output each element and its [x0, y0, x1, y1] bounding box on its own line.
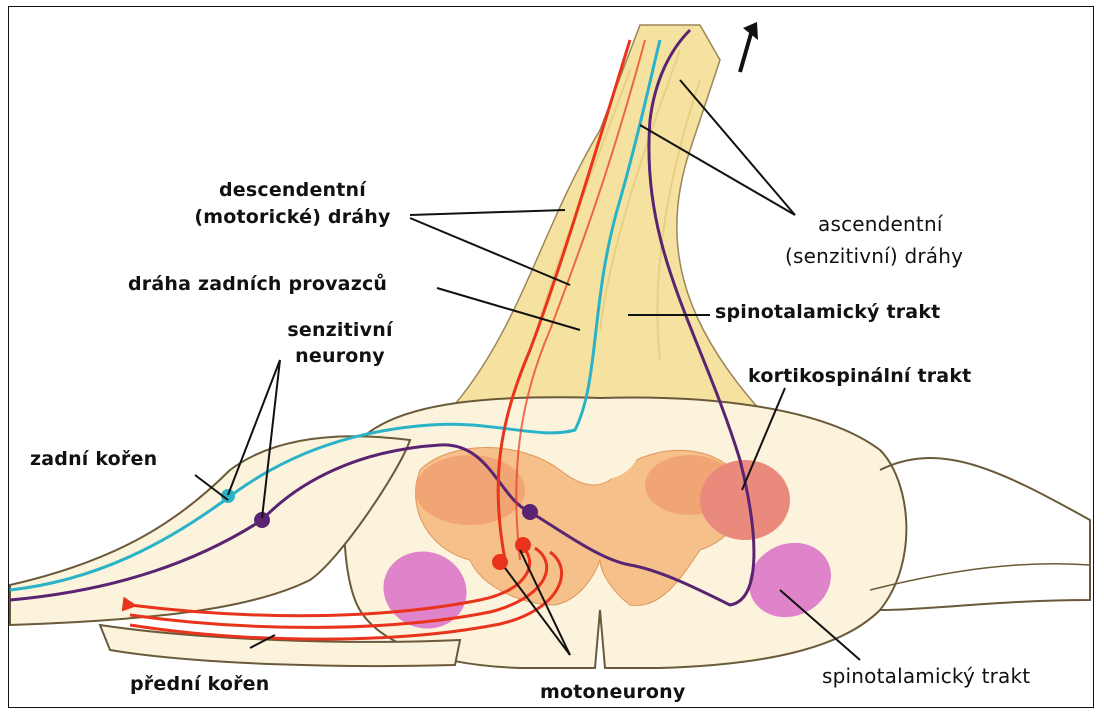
- label-draha-zadnich-provazcu: dráha zadních provazců: [128, 272, 387, 296]
- label-descendentni: descendentní: [175, 178, 410, 202]
- label-spinotalamicky-trakt-bottom: spinotalamický trakt: [822, 664, 1030, 688]
- label-motoneurony: motoneurony: [540, 680, 685, 704]
- motoneuron-body-2: [515, 537, 531, 553]
- dorsal-horn-left: [415, 455, 525, 525]
- label-senzitivni-drahy: (senzitivní) dráhy: [785, 244, 963, 268]
- label-predni-koren: přední kořen: [130, 672, 269, 696]
- purple-interneuron: [522, 504, 538, 520]
- up-arrow-icon: [740, 22, 758, 72]
- label-neurony: neurony: [280, 344, 400, 368]
- label-spinotalamicky-trakt-top: spinotalamický trakt: [715, 300, 940, 324]
- label-zadni-koren: zadní kořen: [30, 447, 157, 471]
- label-senzitivni: senzitivní: [280, 318, 400, 342]
- corticospinal-tract-area: [700, 460, 790, 540]
- central-canal: [560, 410, 640, 480]
- label-motoricke-drahy: (motorické) dráhy: [170, 205, 415, 229]
- white-matter-fibers: [450, 25, 760, 410]
- label-kortikospinalni-trakt: kortikospinální trakt: [748, 364, 971, 388]
- label-ascendentni: ascendentní: [818, 212, 943, 236]
